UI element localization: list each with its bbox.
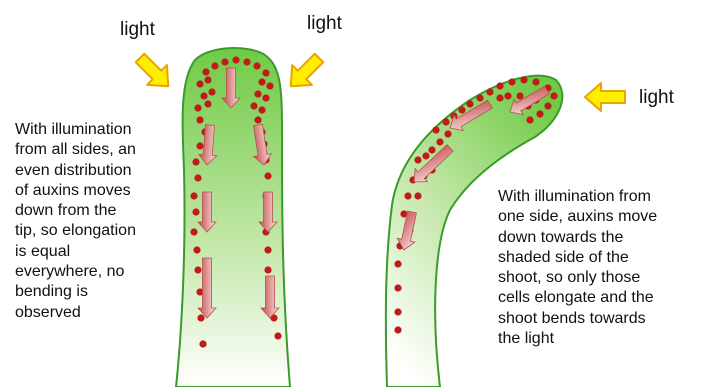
caption-right-line: one side, auxins move xyxy=(498,207,657,227)
auxin-dot xyxy=(264,266,271,273)
auxin-dot xyxy=(394,260,401,267)
straight-shoot xyxy=(176,48,290,387)
caption-left-line: tip, so elongation xyxy=(15,221,136,241)
auxin-dot xyxy=(432,126,439,133)
auxin-dot xyxy=(192,208,199,215)
auxin-dot xyxy=(536,110,543,117)
auxin-dot xyxy=(196,80,203,87)
auxin-dot xyxy=(422,152,429,159)
auxin-dot xyxy=(197,314,204,321)
caption-left-line: of auxins moves xyxy=(15,181,136,201)
auxin-dot xyxy=(544,102,551,109)
caption-right-line: With illumination from xyxy=(498,187,657,207)
caption-right-line: the light xyxy=(498,329,657,349)
auxin-dot xyxy=(253,62,260,69)
caption-left-line: from all sides, an xyxy=(15,140,136,160)
caption-left-line: everywhere, no xyxy=(15,262,136,282)
caption-right-line: shaded side of the xyxy=(498,248,657,268)
auxin-dot xyxy=(194,174,201,181)
auxin-dot xyxy=(211,62,218,69)
light-arrow-right-icon xyxy=(585,83,625,111)
auxin-dot xyxy=(466,100,473,107)
caption-left-line: down from the xyxy=(15,201,136,221)
auxin-dot xyxy=(476,94,483,101)
auxin-dot xyxy=(486,88,493,95)
caption-left: With illumination from all sides, an eve… xyxy=(15,120,136,323)
caption-left-line: is equal xyxy=(15,242,136,262)
auxin-dot xyxy=(190,228,197,235)
auxin-dot xyxy=(221,58,228,65)
auxin-dot xyxy=(520,76,527,83)
auxin-dot xyxy=(516,92,523,99)
auxin-dot xyxy=(202,68,209,75)
auxin-dot xyxy=(264,172,271,179)
caption-right: With illumination from one side, auxins … xyxy=(498,187,657,349)
auxin-dot xyxy=(550,92,557,99)
auxin-dot xyxy=(194,266,201,273)
auxin-dot xyxy=(404,192,411,199)
auxin-dot xyxy=(243,58,250,65)
auxin-dot xyxy=(444,130,451,137)
caption-left-line: With illumination xyxy=(15,120,136,140)
auxin-dot xyxy=(200,92,207,99)
auxin-dot xyxy=(232,56,239,63)
auxin-dot xyxy=(266,82,273,89)
auxin-dot xyxy=(196,116,203,123)
auxin-dot xyxy=(504,92,511,99)
auxin-dot xyxy=(526,116,533,123)
light-arrow-middle-icon xyxy=(281,48,329,96)
auxin-dot xyxy=(436,138,443,145)
auxin-dot xyxy=(532,78,539,85)
auxin-dot xyxy=(196,142,203,149)
auxin-dot xyxy=(394,284,401,291)
light-label-middle: light xyxy=(307,14,342,33)
caption-left-line: bending is xyxy=(15,282,136,302)
auxin-dot xyxy=(199,340,206,347)
auxin-dot xyxy=(442,118,449,125)
auxin-dot xyxy=(194,104,201,111)
auxin-dot xyxy=(254,90,261,97)
auxin-dot xyxy=(258,106,265,113)
auxin-dot xyxy=(496,94,503,101)
auxin-dot xyxy=(254,116,261,123)
auxin-dot xyxy=(193,246,200,253)
auxin-dot xyxy=(394,326,401,333)
auxin-dot xyxy=(250,102,257,109)
light-arrow-left-icon xyxy=(130,48,178,96)
auxin-dot xyxy=(258,78,265,85)
auxin-dot xyxy=(264,246,271,253)
auxin-dot xyxy=(204,100,211,107)
caption-right-line: shoot bends towards xyxy=(498,309,657,329)
auxin-dot xyxy=(204,76,211,83)
auxin-dot xyxy=(394,308,401,315)
auxin-dot xyxy=(262,69,269,76)
caption-right-line: cells elongate and the xyxy=(498,288,657,308)
auxin-dot xyxy=(262,94,269,101)
caption-left-line: observed xyxy=(15,303,136,323)
auxin-dot xyxy=(508,78,515,85)
auxin-dot xyxy=(208,88,215,95)
light-label-right: light xyxy=(639,88,674,107)
auxin-dot xyxy=(414,156,421,163)
caption-left-line: even distribution xyxy=(15,161,136,181)
auxin-dot xyxy=(414,192,421,199)
caption-right-line: down towards the xyxy=(498,228,657,248)
auxin-dot xyxy=(274,332,281,339)
auxin-dot xyxy=(428,146,435,153)
auxin-dot xyxy=(190,192,197,199)
auxin-dot xyxy=(458,106,465,113)
caption-right-line: shoot, so only those xyxy=(498,268,657,288)
auxin-dot xyxy=(192,158,199,165)
auxin-dot xyxy=(496,82,503,89)
light-label-left: light xyxy=(120,20,155,39)
